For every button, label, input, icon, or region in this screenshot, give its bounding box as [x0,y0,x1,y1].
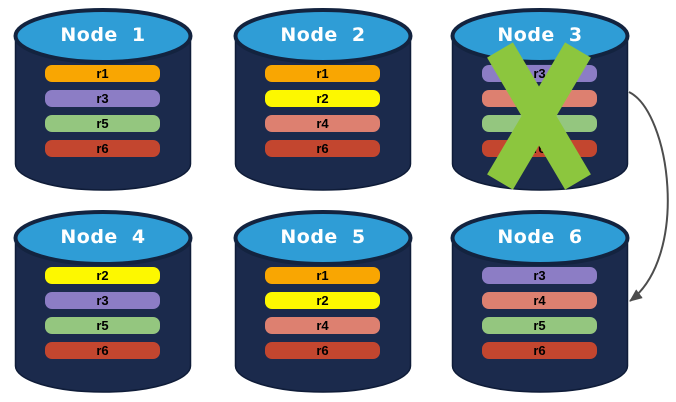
replica-bar: r3 [482,65,597,82]
replica-bar: r4 [265,115,380,132]
replica-bar: r1 [265,65,380,82]
node-1: Node 1 r1 r3 r5 r6 [13,8,193,192]
replica-label: r3 [96,91,109,106]
node-3: Node 3 r3 r4 r5 r6 [450,8,630,192]
replica-label: r6 [316,343,329,358]
replica-label: r1 [316,268,329,283]
replica-bar: r6 [265,342,380,359]
replica-label: r1 [316,66,329,81]
replica-bar: r5 [45,317,160,334]
replica-label: r4 [316,318,329,333]
failover-arrow [628,91,669,302]
replica-label: r4 [316,116,329,131]
cylinder-top [233,210,413,266]
node-6: Node 6 r3 r4 r5 r6 [450,210,630,394]
replica-bar: r5 [482,115,597,132]
node-title: Node 6 [497,226,583,248]
replica-list: r3 r4 r5 r6 [482,267,597,359]
replica-bar: r6 [265,140,380,157]
replica-bar: r2 [45,267,160,284]
replica-list: r2 r3 r5 r6 [45,267,160,359]
replica-bar: r6 [45,140,160,157]
replica-label: r5 [533,116,546,131]
replica-bar: r4 [482,292,597,309]
replica-bar: r1 [265,267,380,284]
replica-bar: r3 [45,90,160,107]
node-title: Node 1 [60,24,146,46]
replica-list: r1 r2 r4 r6 [265,267,380,359]
node-5: Node 5 r1 r2 r4 r6 [233,210,413,394]
cylinder-top [233,8,413,64]
replica-label: r1 [96,66,109,81]
node-2: Node 2 r1 r2 r4 r6 [233,8,413,192]
replica-list: r1 r3 r5 r6 [45,65,160,157]
replica-label: r6 [533,141,546,156]
replica-label: r6 [96,141,109,156]
replica-bar: r2 [265,90,380,107]
replica-label: r6 [96,343,109,358]
replica-label: r5 [96,318,109,333]
replica-bar: r6 [45,342,160,359]
replica-bar: r3 [45,292,160,309]
replica-label: r4 [533,293,546,308]
replica-label: r3 [533,268,546,283]
replica-bar: r6 [482,140,597,157]
replica-bar: r2 [265,292,380,309]
node-title: Node 4 [60,226,146,248]
replica-label: r6 [533,343,546,358]
node-4: Node 4 r2 r3 r5 r6 [13,210,193,394]
cylinder-top [13,8,193,64]
replica-bar: r5 [482,317,597,334]
replica-label: r2 [316,91,329,106]
cylinder-top [13,210,193,266]
replica-bar: r6 [482,342,597,359]
node-title: Node 2 [280,24,366,46]
replica-label: r4 [533,91,546,106]
replica-list: r3 r4 r5 r6 [482,65,597,157]
replica-label: r2 [316,293,329,308]
replica-label: r3 [96,293,109,308]
replica-label: r5 [533,318,546,333]
replica-bar: r4 [265,317,380,334]
node-title: Node 5 [280,226,366,248]
replica-label: r5 [96,116,109,131]
replica-bar: r4 [482,90,597,107]
cylinder-top [450,210,630,266]
replica-bar: r1 [45,65,160,82]
node-title: Node 3 [497,24,583,46]
replica-bar: r3 [482,267,597,284]
replica-label: r6 [316,141,329,156]
replica-list: r1 r2 r4 r6 [265,65,380,157]
replica-label: r3 [533,66,546,81]
replica-bar: r5 [45,115,160,132]
replica-label: r2 [96,268,109,283]
